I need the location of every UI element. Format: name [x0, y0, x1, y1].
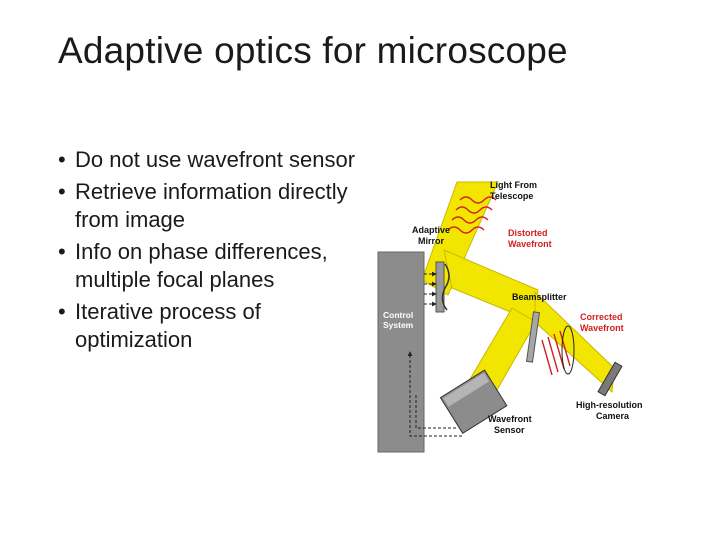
corrected-wavefront-label: Corrected — [580, 312, 623, 322]
adaptive-mirror-label-2: Mirror — [418, 236, 445, 246]
light-from-telescope-label-2: Telescope — [490, 191, 533, 201]
adaptive-mirror-label: Adaptive — [412, 225, 450, 235]
high-resolution-camera-label-2: Camera — [596, 411, 630, 421]
bullet-text: Info on phase differences, multiple foca… — [75, 239, 328, 292]
bullet-item: • Info on phase differences, multiple foc… — [58, 238, 358, 294]
distorted-wavefront-label: Distorted — [508, 228, 548, 238]
control-system-panel — [377, 251, 425, 453]
bullet-text: Retrieve information directly from image — [75, 179, 348, 232]
reflected-beam — [443, 249, 539, 323]
slide-title: Adaptive optics for microscope — [58, 30, 568, 71]
wavefront-sensor-label: Wavefront — [488, 414, 532, 424]
distorted-wavefront-lines — [447, 196, 497, 234]
bullet-dot: • — [58, 147, 66, 172]
control-system-label: Control — [383, 310, 413, 320]
high-resolution-camera-label: High-resolution — [576, 400, 643, 410]
beamsplitter — [525, 311, 541, 363]
bullet-item: • Retrieve information directly from imag… — [58, 178, 358, 234]
bullet-text: Iterative process of optimization — [75, 299, 261, 352]
beamsplitter-label: Beamsplitter — [512, 292, 567, 302]
bullet-item: • Do not use wavefront sensor — [58, 146, 358, 174]
bullet-dot: • — [58, 299, 66, 324]
bullet-list: • Do not use wavefront sensor • Retrieve i… — [58, 146, 358, 358]
wavefront-sensor-device — [439, 369, 508, 434]
bullet-item: • Iterative process of optimization — [58, 298, 358, 354]
mirror-surface — [441, 263, 450, 311]
adaptive-mirror — [435, 261, 445, 313]
bullet-text: Do not use wavefront sensor — [75, 147, 356, 172]
bullet-dot: • — [58, 239, 66, 264]
wavefront-sensor-label-2: Sensor — [494, 425, 525, 435]
camera-beam — [534, 290, 615, 394]
distorted-wavefront-label-2: Wavefront — [508, 239, 552, 249]
light-from-telescope-label: Light From — [490, 180, 537, 190]
adaptive-optics-diagram: Control System Light From Telescope Dist… — [377, 180, 643, 453]
camera-sensor — [597, 361, 623, 397]
control-system-label-2: System — [383, 320, 414, 330]
signal-lines — [407, 271, 462, 437]
bullet-dot: • — [58, 179, 66, 204]
corrected-wavefront-lines — [541, 330, 571, 376]
corrected-wavefront-label-2: Wavefront — [580, 323, 624, 333]
lens — [561, 325, 575, 375]
